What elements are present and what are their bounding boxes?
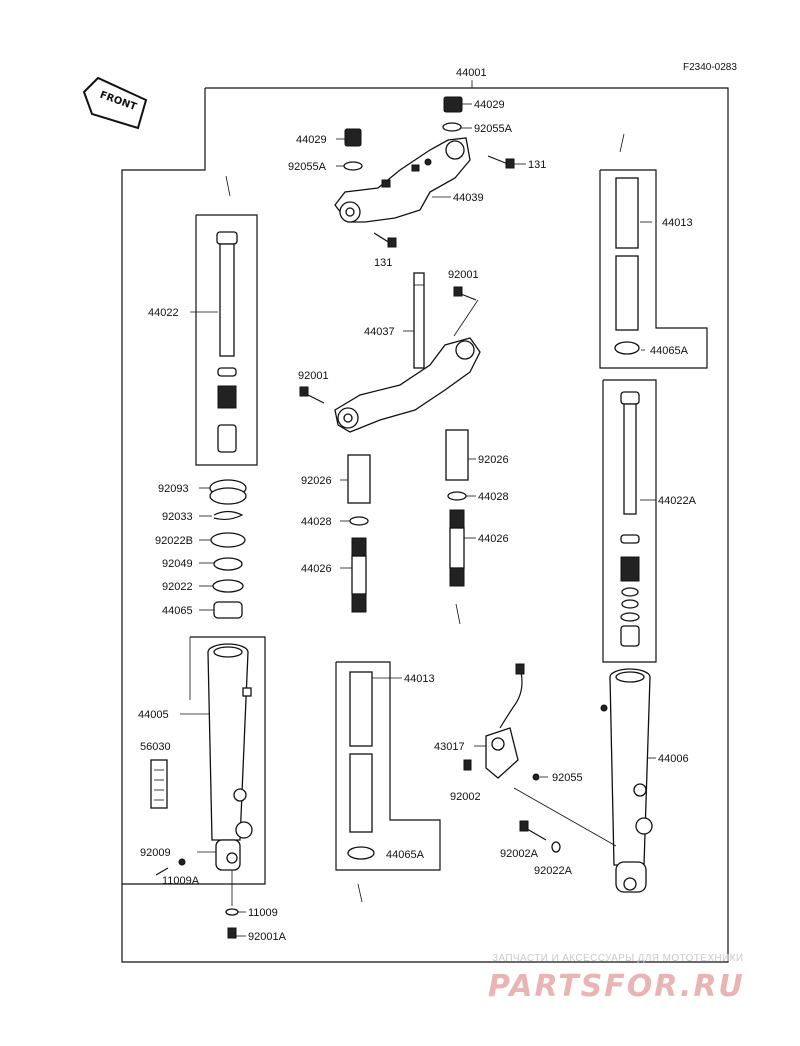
label-44029-right: 44029 (474, 99, 505, 111)
label-92033: 92033 (162, 511, 193, 523)
right-upper-tube-box (599, 169, 708, 369)
label-44001: 44001 (456, 67, 487, 79)
center-lower-tube-box (335, 661, 441, 871)
label-44065: 44065 (162, 605, 193, 617)
bolt-131-bottom (373, 232, 397, 248)
label-131-bottom: 131 (374, 257, 392, 269)
label-44037: 44037 (364, 326, 395, 338)
label-92049: 92049 (162, 558, 193, 570)
bolt-131-top (487, 155, 515, 169)
right-outer-tube (600, 668, 653, 893)
label-44005: 44005 (138, 709, 169, 721)
label-92026-left: 92026 (301, 475, 332, 487)
right-upper-tube (614, 177, 640, 355)
label-44065A-bottom: 44065A (386, 849, 425, 861)
label-44065A-top: 44065A (650, 345, 689, 357)
label-92001A: 92001A (248, 931, 287, 943)
watermark-tagline: ЗАПЧАСТИ И АКСЕССУАРЫ ДЛЯ МОТОТЕХНИКИ (492, 953, 743, 964)
left-inner-tube (216, 231, 238, 453)
seal-stack (209, 479, 247, 619)
label-11009A: 11009A (162, 875, 200, 887)
label-44022: 44022 (148, 307, 179, 319)
label-43017: 43017 (434, 741, 465, 753)
right-inner-tube (620, 391, 640, 647)
diagram-reference: F2340-0283 (683, 62, 737, 73)
label-92055A-right: 92055A (474, 123, 513, 135)
label-92002: 92002 (450, 791, 481, 803)
drain-screw (155, 858, 239, 939)
leader-lines (180, 103, 656, 937)
label-44022A: 44022A (658, 495, 697, 507)
label-92001-left: 92001 (298, 370, 329, 382)
left-outer-tube (207, 643, 253, 871)
sticker-56030 (150, 759, 168, 809)
label-92022B: 92022B (155, 535, 193, 547)
part-labels: 44001 44029 92055A 44029 92055A 131 4403… (138, 67, 697, 943)
left-outer-tube-box (122, 636, 266, 885)
label-92001-right: 92001 (448, 269, 479, 281)
label-92093: 92093 (158, 483, 189, 495)
cartridge-right (445, 429, 469, 587)
assembly-outline (121, 87, 729, 963)
watermark: ЗАПЧАСТИ И АКСЕССУАРЫ ДЛЯ МОТОТЕХНИКИ PA… (488, 953, 745, 1004)
label-44028-left: 44028 (301, 516, 332, 528)
label-131-top: 131 (528, 159, 546, 171)
label-44039: 44039 (453, 192, 484, 204)
label-44013-bottom: 44013 (404, 673, 435, 685)
label-44029-left: 44029 (296, 134, 327, 146)
bolt-92001-right (453, 286, 477, 301)
left-inner-tube-box (195, 214, 258, 466)
label-92009: 92009 (140, 847, 171, 859)
label-44013-top: 44013 (662, 217, 693, 229)
cartridge-left (347, 454, 371, 613)
label-56030: 56030 (140, 741, 171, 753)
sensor-43017 (463, 663, 548, 781)
label-92002A: 92002A (500, 848, 539, 860)
label-11009: 11009 (248, 907, 278, 919)
label-92022A: 92022A (534, 865, 573, 877)
steering-stem (334, 272, 481, 433)
cap-44029-right (442, 96, 463, 132)
label-44026-right: 44026 (478, 533, 509, 545)
label-92022: 92022 (162, 581, 193, 593)
caliper-bolts (513, 787, 617, 853)
upper-bracket (334, 137, 471, 223)
label-92055: 92055 (552, 772, 583, 784)
label-44026-left: 44026 (301, 563, 332, 575)
label-44006: 44006 (658, 753, 689, 765)
cap-44029-left (343, 128, 363, 171)
label-92026-right: 92026 (478, 454, 509, 466)
bolt-92001-left (299, 386, 325, 404)
label-92055A-left: 92055A (288, 161, 327, 173)
right-inner-tube-box (602, 379, 657, 663)
center-lower-tube (347, 671, 375, 860)
front-arrow-icon: FRONT (82, 76, 148, 130)
watermark-logo: PARTSFOR.RU (488, 969, 745, 1004)
label-44028-right: 44028 (478, 491, 509, 503)
